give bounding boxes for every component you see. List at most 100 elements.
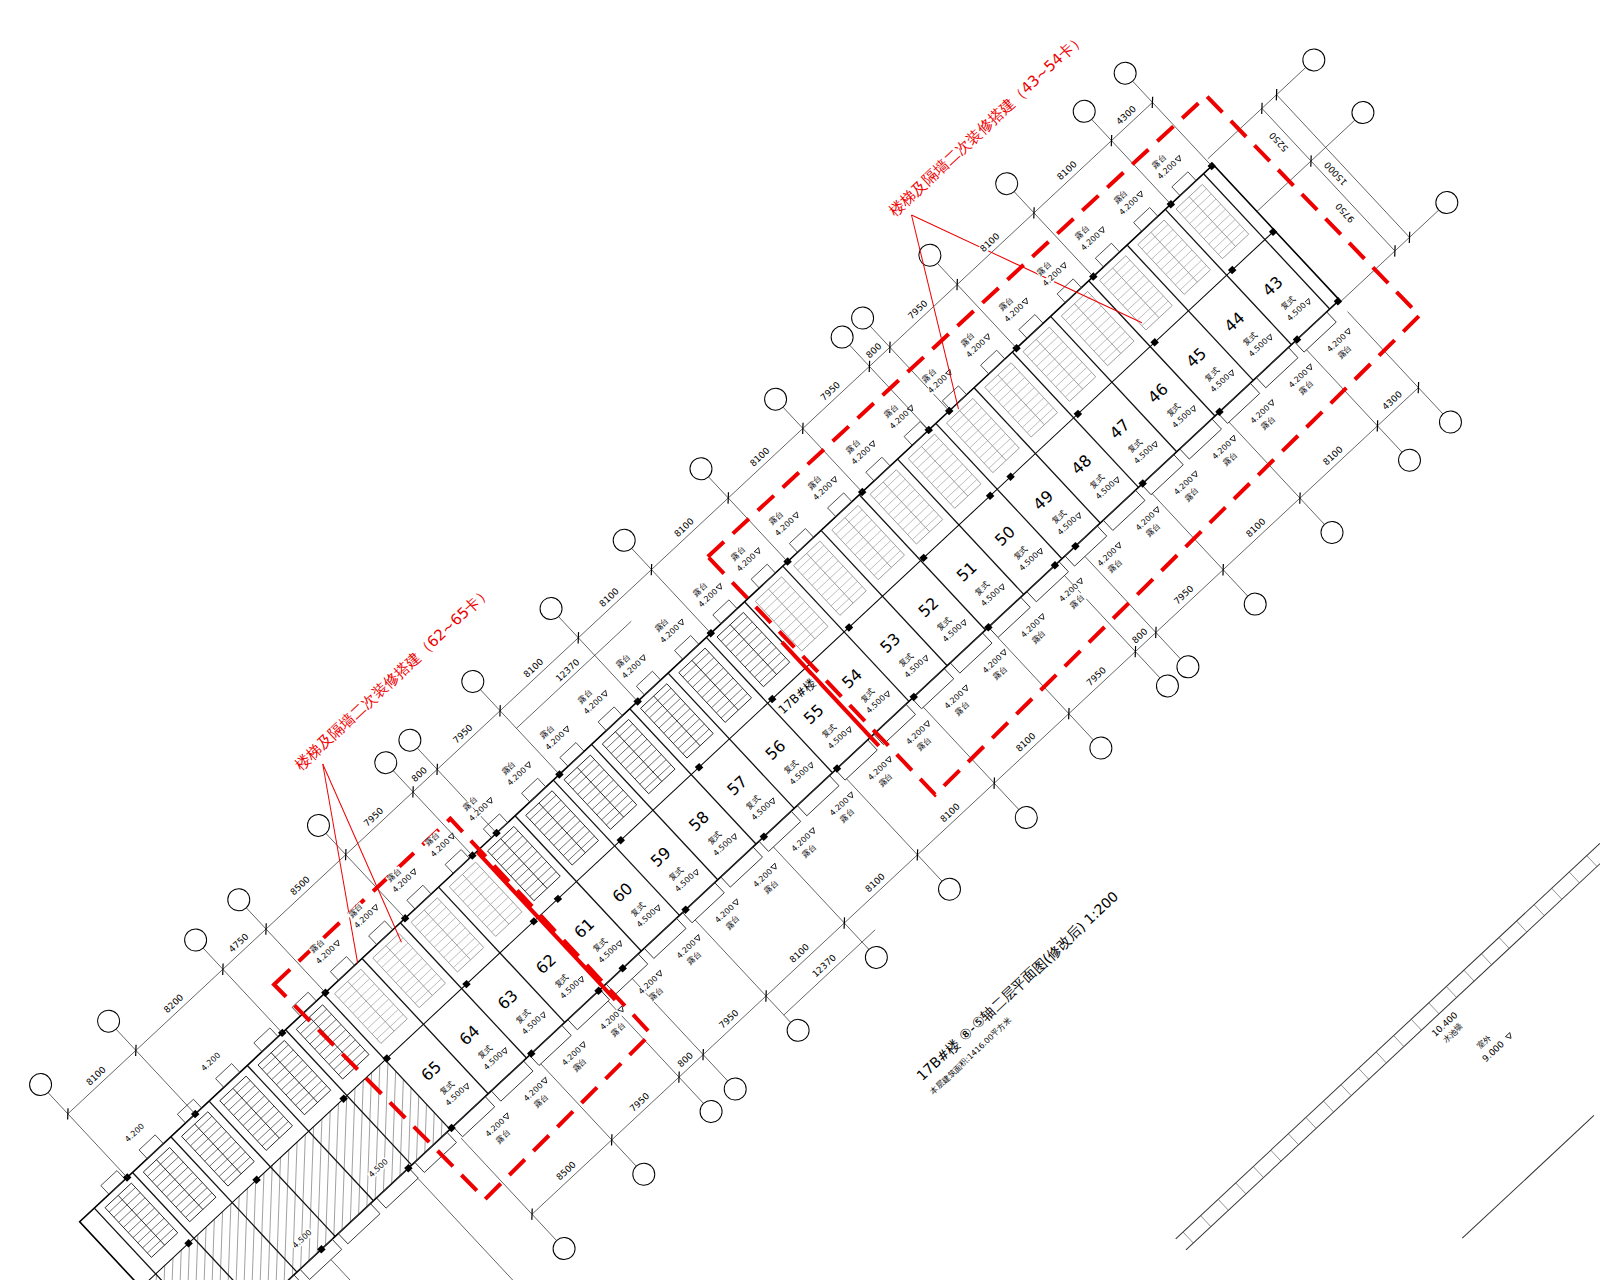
stair-tread: [917, 444, 943, 469]
stair-tread: [348, 984, 374, 1009]
stair-tread: [645, 688, 671, 713]
stair-tread: [162, 1167, 188, 1192]
dimension-tick: [573, 632, 584, 643]
party-wall: [592, 744, 718, 879]
stair-tread: [836, 586, 862, 611]
stair-tread: [922, 449, 948, 474]
railing-post: [1306, 1117, 1316, 1128]
stair-tread: [602, 795, 628, 820]
stair-tread: [276, 1060, 302, 1085]
dimension: 4300: [1380, 389, 1404, 413]
stair-tread: [487, 902, 513, 927]
stair: [373, 933, 446, 1007]
stair-tread: [262, 1121, 288, 1146]
stair-tread: [406, 969, 432, 994]
party-wall: [247, 1065, 373, 1200]
grid-line: [847, 779, 942, 881]
stair-tread: [568, 759, 594, 784]
stair-tread: [1046, 352, 1072, 377]
stair-tread: [1051, 357, 1077, 382]
axis-bubble: [457, 666, 488, 697]
stair-tread: [516, 856, 542, 881]
stair: [755, 577, 828, 651]
dimension-tick: [1028, 207, 1039, 218]
stair: [985, 363, 1058, 437]
stair-divider: [1151, 232, 1197, 282]
stair-tread: [831, 581, 857, 606]
stair: [1176, 184, 1249, 258]
terrace-step: [713, 600, 737, 624]
stair-tread: [1027, 331, 1053, 356]
axis-bubble: [1069, 96, 1100, 127]
stair-divider: [156, 1160, 202, 1210]
stair-tread: [200, 1132, 226, 1157]
stair-tread: [664, 709, 690, 734]
terrace-step: [177, 1099, 201, 1123]
dimension: 7950: [717, 1008, 741, 1032]
stair-tread: [401, 963, 427, 988]
axis-bubble: [180, 924, 211, 955]
dimension-tick: [1294, 492, 1305, 503]
dimension: 8500: [554, 1159, 578, 1183]
grid-line: [1152, 494, 1247, 596]
axis-bubble: [1152, 670, 1183, 701]
stair: [1138, 220, 1211, 294]
stair-tread: [1171, 255, 1197, 280]
stair-tread: [970, 423, 996, 448]
stair-tread: [1214, 225, 1240, 250]
dimension-tick: [1130, 646, 1141, 657]
railing-post: [1253, 1167, 1263, 1178]
party-wall: [706, 637, 832, 772]
column: [184, 1239, 192, 1247]
stair-tread: [152, 1157, 178, 1182]
stair-tread: [1075, 306, 1101, 331]
dimension-tick: [673, 1072, 684, 1083]
terrace-step: [1057, 279, 1081, 303]
dimension: 8500: [288, 874, 312, 898]
stair-tread: [1065, 296, 1091, 321]
stair-tread: [386, 948, 412, 973]
axis-bubble: [303, 810, 334, 841]
column: [1006, 472, 1014, 480]
stair-tread: [1084, 316, 1110, 341]
unit-number: 45: [1183, 344, 1210, 371]
stair-tread: [683, 729, 709, 754]
column: [339, 1094, 347, 1102]
dimension: 7950: [362, 806, 386, 830]
stair-tread: [865, 541, 891, 566]
party-wall: [439, 887, 565, 1022]
stair-tread: [444, 933, 470, 958]
stair-tread: [869, 546, 895, 571]
column: [554, 895, 562, 903]
unit-number: 44: [1221, 309, 1248, 336]
axis-bubble: [1172, 651, 1203, 682]
dimension-tick: [884, 342, 895, 353]
dimension-tick: [1413, 382, 1424, 393]
railing-post: [1218, 1199, 1228, 1210]
party-wall: [209, 1101, 335, 1236]
axis-bubble: [1240, 589, 1271, 620]
stair-divider: [271, 1053, 317, 1103]
stair-tread: [1175, 260, 1201, 285]
stair-tread: [759, 581, 785, 606]
stair-tread: [974, 428, 1000, 453]
axis-bubble: [25, 1069, 56, 1100]
stair-tread: [530, 872, 556, 897]
party-wall: [1204, 174, 1330, 309]
stair-tread: [119, 1198, 145, 1223]
axis-bubble: [1435, 406, 1466, 437]
stair-tread: [1180, 265, 1206, 290]
stair-tread: [998, 377, 1024, 402]
dimension-tick: [1404, 232, 1415, 243]
stair-tread: [587, 780, 613, 805]
unit-number: 47: [1106, 416, 1133, 443]
unit-number: 61: [571, 915, 598, 942]
axis-bubble: [1431, 187, 1462, 218]
grid-line: [1085, 556, 1180, 658]
stair-tread: [1132, 291, 1158, 316]
dimension: 4300: [1114, 104, 1138, 128]
terrace-step: [981, 350, 1005, 374]
stair-tread: [429, 918, 455, 943]
column: [447, 1124, 455, 1132]
renovation-region: [273, 819, 656, 1205]
